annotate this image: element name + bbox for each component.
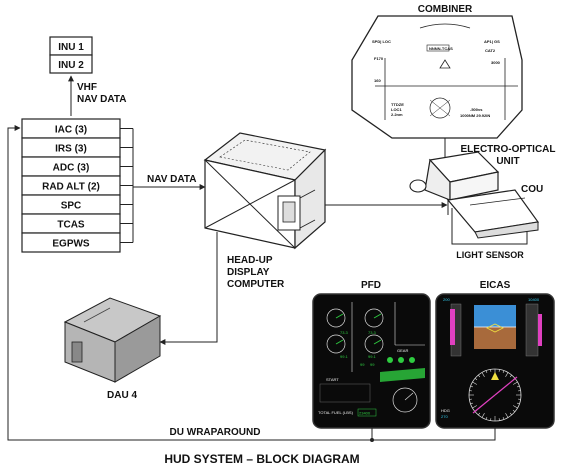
sensor-box-label-6: EGPWS — [52, 239, 90, 250]
pfd-gauge-needle-3 — [373, 339, 382, 345]
eicas-display: 200 10400 HDG 270 — [435, 293, 555, 429]
hud-to-dau-line — [159, 232, 218, 345]
compass-tick — [512, 409, 516, 412]
pfd-gauge-value-1: 73.3 — [340, 330, 349, 335]
compass-tick — [478, 412, 481, 416]
combiner-dme: 2.2nm — [391, 112, 403, 117]
compass-tick — [513, 405, 518, 409]
compass-tick — [516, 402, 520, 405]
sensor-box-label-4: SPC — [61, 201, 82, 212]
sensor-box-label-1: IRS (3) — [55, 144, 87, 155]
pfd-right-value-1: 99 — [360, 362, 365, 367]
pfd-fuel-value: 23400 — [359, 411, 371, 416]
compass-tick — [470, 385, 474, 388]
hud-computer-label-2: DISPLAY — [227, 267, 270, 278]
pfd-gauge-dial-1 — [364, 308, 384, 328]
vhf-label-line-2: NAV DATA — [77, 94, 126, 105]
eicas-label: EICAS — [480, 280, 511, 291]
pfd-gear-label: GEAR — [397, 348, 408, 353]
combiner-left-top: F170 — [374, 56, 384, 61]
combiner-baro: 1000NM 29.92IN — [460, 113, 490, 118]
pfd-start-label: START — [326, 377, 339, 382]
combiner-right-top: 3000 — [491, 60, 501, 65]
compass-tick — [513, 381, 518, 385]
eou-label-2: UNIT — [496, 156, 519, 167]
sensor-bus-wires — [120, 128, 134, 243]
compass-tick — [478, 374, 481, 378]
eicas-alt-top: 10400 — [528, 297, 540, 302]
combiner-spd-loc: SPD| LOC — [372, 39, 391, 44]
compass-tick — [502, 416, 505, 420]
compass-tick — [516, 385, 520, 388]
pfd-gauge-needle-2 — [335, 339, 344, 345]
pfd-gauge-value-2: 73.3 — [368, 330, 377, 335]
pfd-gauge-needle-1 — [373, 313, 382, 319]
pfd-label: PFD — [361, 280, 381, 291]
compass-tick — [509, 412, 512, 416]
combiner-left-mid: 160 — [374, 78, 381, 83]
compass-tick — [481, 372, 485, 377]
compass-tick — [474, 378, 478, 381]
light-sensor-bracket — [451, 208, 528, 245]
dau-unit — [63, 297, 162, 383]
inu-1-label: INU 1 — [58, 42, 84, 53]
sensor-box-label-0: IAC (3) — [55, 125, 87, 136]
cou-label: COU — [521, 184, 543, 195]
compass-tick — [485, 370, 488, 374]
dau-label: DAU 4 — [107, 390, 137, 401]
combiner-loc: LOC1 — [391, 107, 402, 112]
vhf-label-line-1: VHF — [77, 82, 97, 93]
inu-2-label: INU 2 — [58, 60, 84, 71]
du-wraparound-line — [7, 125, 496, 441]
compass-tick — [502, 370, 505, 374]
combiner-vs: -500vs — [470, 107, 483, 112]
sensor-box-label-5: TCAS — [57, 220, 85, 231]
compass-tick — [505, 413, 509, 418]
pfd-gauge-value-3: 99.1 — [340, 354, 349, 359]
pfd-gauge-dial-0 — [326, 308, 346, 328]
pfd-total-fuel-label: TOTAL FUEL (LBS) — [318, 410, 354, 415]
pfd-gauge-value-4: 99.1 — [368, 354, 377, 359]
eou-label-1: ELECTRO-OPTICAL — [461, 144, 556, 155]
hud-computer-unit — [203, 132, 327, 250]
compass-tick — [481, 413, 485, 418]
combiner-tdze: TTDZE — [391, 102, 404, 107]
sensor-box-label-3: RAD ALT (2) — [42, 182, 100, 193]
hud-computer-label-1: HEAD-UP — [227, 255, 273, 266]
combiner-label: COMBINER — [418, 4, 473, 15]
compass-tick — [472, 381, 477, 385]
pfd-gauge-needle-0 — [335, 313, 344, 319]
compass-tick — [485, 416, 488, 420]
sensor-stack: IAC (3) IRS (3) ADC (3) RAD ALT (2) SPC TCAS E… — [21, 118, 121, 253]
eicas-bottom-left: 270 — [441, 414, 448, 419]
compass-tick — [509, 374, 512, 378]
combiner-center-box: NNNN-TCAS — [429, 46, 453, 51]
pfd-gauge-dial-2 — [326, 334, 346, 354]
du-wraparound-label: DU WRAPAROUND — [170, 427, 261, 438]
combiner-cat: CAT2 — [485, 48, 496, 53]
inu-group: INU 1 INU 2 — [49, 36, 93, 74]
compass-tick — [505, 372, 509, 377]
hud-computer-label-3: COMPUTER — [227, 279, 285, 290]
light-sensor-label: LIGHT SENSOR — [456, 250, 524, 260]
compass-tick — [472, 405, 477, 409]
compass-tick — [470, 402, 474, 405]
combiner-ap-gs: AP1| GS — [484, 39, 500, 44]
eicas-speed-top: 200 — [443, 297, 450, 302]
diagram-title: HUD SYSTEM – BLOCK DIAGRAM — [164, 452, 359, 466]
electro-optical-unit — [409, 151, 540, 239]
pfd-right-value-2: 99 — [370, 362, 375, 367]
nav-data-label: NAV DATA — [147, 174, 196, 185]
sensor-box-label-2: ADC (3) — [53, 163, 90, 174]
combiner-glass: SPD| LOC AP1| GS CAT2 3000 F170 160 NNNN… — [351, 15, 523, 139]
inu-2-box — [49, 54, 93, 74]
eicas-hdg-label: HDG — [441, 408, 450, 413]
pfd-gauge-dial-3 — [364, 334, 384, 354]
pfd-display: 73.3 73.3 99.1 99.1 GEAR 99 99 START TOT… — [312, 293, 431, 429]
